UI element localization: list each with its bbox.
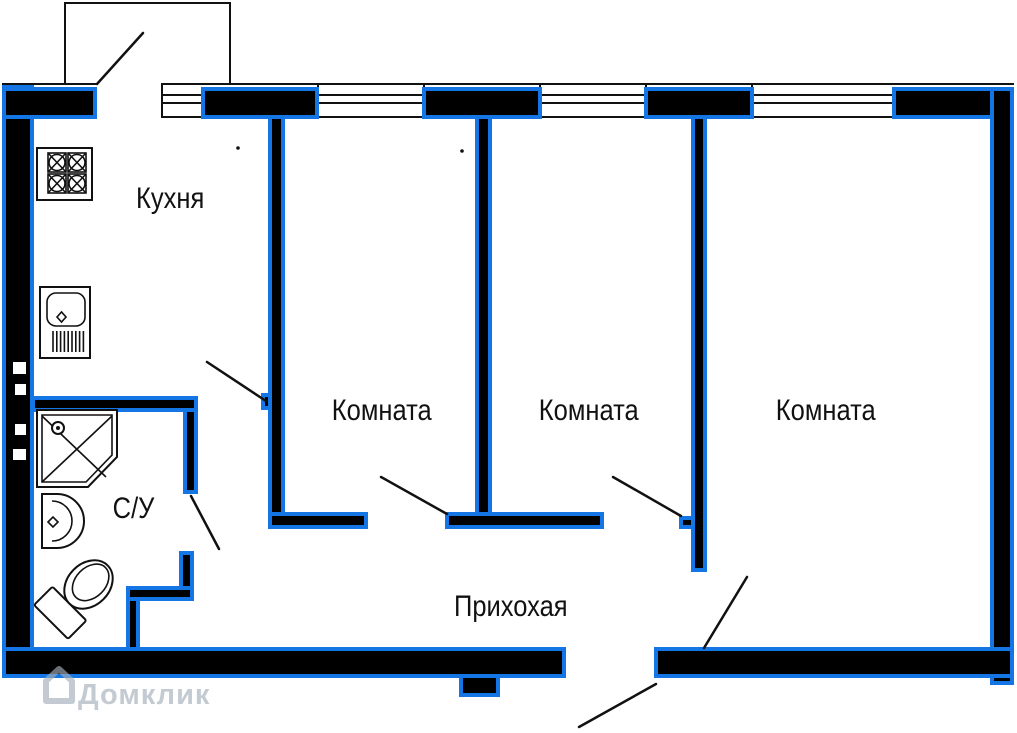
watermark-brand: Домклик <box>78 679 211 711</box>
kitchen-label: Кухня <box>100 182 240 216</box>
wall-room3-nub <box>679 516 695 529</box>
kitchen-sink-icon <box>39 286 91 359</box>
stove-icon <box>36 147 93 201</box>
room1-label-text: Комната <box>332 394 432 427</box>
shower-icon <box>36 409 118 488</box>
wall-bottom-right <box>654 647 1014 678</box>
balcony-outline <box>64 2 231 85</box>
wall-pier-3 <box>644 87 754 119</box>
bathroom-door-swing <box>189 494 221 551</box>
wall-bathroom-top <box>31 396 198 412</box>
room2-door-swing <box>611 475 683 518</box>
balcony <box>64 2 231 86</box>
wall-exterior-right <box>990 87 1014 685</box>
vent-notches <box>13 362 26 460</box>
hallway-label-text: Прихохая <box>454 590 568 623</box>
room1-label: Комната <box>312 394 452 428</box>
vent-notch <box>13 362 26 374</box>
wall-partition-room1 <box>268 115 285 518</box>
wall-bottom-left <box>2 647 566 678</box>
wall-room1-stub <box>268 512 368 529</box>
wall-pier-1 <box>201 87 319 119</box>
plan-dot <box>236 146 240 150</box>
room1-door-swing <box>379 475 449 516</box>
wall-pier-2 <box>422 87 542 119</box>
wall-bathroom-stub-down <box>126 597 140 651</box>
kitchen-label-text: Кухня <box>135 182 205 215</box>
room3-label-text: Комната <box>776 394 876 427</box>
wall-kitchen-top <box>2 87 97 119</box>
hallway-label: Прихохая <box>431 590 591 624</box>
room3-label: Комната <box>756 394 896 428</box>
house-icon <box>43 666 75 704</box>
room2-label: Комната <box>519 394 659 428</box>
walls <box>2 85 1014 697</box>
wall-bathroom-stub-horizontal <box>126 586 194 601</box>
door-swings <box>189 360 749 729</box>
vent-notch <box>15 424 26 435</box>
wall-partition-room3 <box>691 115 707 572</box>
bathroom-label-text: С/У <box>113 492 155 525</box>
wall-partition-room2 <box>475 115 492 518</box>
wall-exterior-left <box>2 85 34 674</box>
room3-door-swing <box>702 575 749 650</box>
stove-burners <box>47 152 87 194</box>
toilet-icon <box>33 559 114 640</box>
balcony-door-swing <box>95 31 145 86</box>
vent-notch <box>13 449 26 460</box>
plan-dot <box>460 149 464 153</box>
wall-bathroom-right <box>183 408 198 494</box>
vent-notch <box>15 384 26 395</box>
room2-label-text: Комната <box>539 394 639 427</box>
kitchen-door-swing <box>205 360 268 403</box>
washbasin-icon <box>41 493 85 549</box>
bathroom-label: С/У <box>84 492 184 526</box>
entrance-door-swing <box>577 682 658 729</box>
wall-room2-stub <box>445 512 604 529</box>
wall-bottom-step <box>459 674 500 697</box>
